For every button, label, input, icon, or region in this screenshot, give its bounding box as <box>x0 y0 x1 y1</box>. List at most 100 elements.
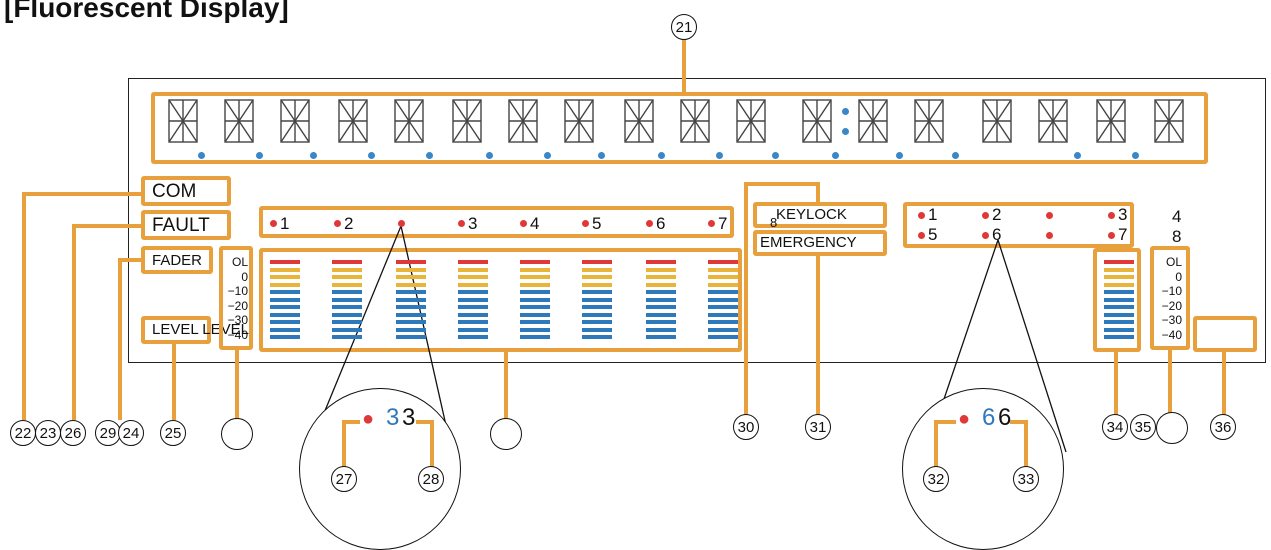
level-indicator-box <box>141 316 211 344</box>
meter-segment <box>332 275 362 279</box>
zoom-right-digit-b: 6 <box>998 404 1012 431</box>
meter-segment <box>708 282 738 287</box>
fader-label: FADER <box>152 252 203 269</box>
leader-line-34 <box>1114 350 1118 418</box>
emergency-label: EMERGENCY <box>760 234 857 251</box>
channel-number: 4 <box>1172 207 1182 226</box>
meter-segment <box>582 282 612 287</box>
channel-number: 8 <box>1172 227 1182 246</box>
meter-segment <box>582 275 612 279</box>
segment-digit-icon <box>622 98 656 144</box>
channel-indicator-dot-icon <box>918 212 925 219</box>
level-scale-tick-label: −10 <box>227 284 248 298</box>
segment-display-frame <box>151 92 1208 164</box>
leader-line-30-h <box>744 182 820 186</box>
meter-segment <box>270 260 300 264</box>
right-channel-number-box <box>903 202 1134 248</box>
meter-segment <box>332 267 362 272</box>
channel-indicator-dot-icon <box>334 220 341 227</box>
meter-segment <box>646 275 676 279</box>
channel-number: 7 <box>718 214 728 233</box>
meter-segment <box>582 267 612 272</box>
meter-segment <box>458 327 488 332</box>
leader-line-30 <box>744 182 748 418</box>
meter-segment <box>708 290 738 294</box>
level-scale-tick-label: −40 <box>227 327 248 342</box>
meter-segment <box>396 290 426 294</box>
meter-segment <box>646 305 676 309</box>
channel-indicator-dot-icon <box>520 220 527 227</box>
segment-digit-icon <box>912 98 946 144</box>
leader-line-33 <box>1010 420 1028 424</box>
callout-36: 36 <box>1210 414 1236 440</box>
level-scale-tick-label: −30 <box>227 313 248 327</box>
meter-segment <box>520 312 550 317</box>
meter-segment <box>270 312 300 317</box>
channel-indicator-dot-icon <box>708 220 715 227</box>
callout-23: 23 <box>35 420 61 446</box>
level-label: LEVEL LEVEL <box>152 321 250 338</box>
meter-segment <box>396 320 426 324</box>
meter-segment <box>396 327 426 332</box>
meter-segment <box>708 297 738 302</box>
decimal-dot-icon <box>1132 152 1139 159</box>
decimal-dot-icon <box>832 152 839 159</box>
segment-digit-icon <box>392 98 426 144</box>
meter-segment <box>582 297 612 302</box>
segment-digit-icon <box>166 98 200 144</box>
meter-segment <box>396 335 426 339</box>
meter-segment <box>270 275 300 279</box>
meter-segment <box>520 267 550 272</box>
meter-segment <box>708 260 738 264</box>
meter-segment <box>520 260 550 264</box>
com-indicator-box <box>141 176 231 206</box>
decimal-dot-icon <box>716 152 723 159</box>
channel-number: 2 <box>344 214 354 233</box>
segment-digit-icon <box>1094 98 1128 144</box>
level-scale-tick-label: −10 <box>1161 284 1182 298</box>
channel-indicator-dot-icon <box>918 232 925 239</box>
leader-line-26-v <box>72 224 76 420</box>
segment-digit-icon <box>506 98 540 144</box>
level-scale-tick-label: −30 <box>1161 313 1182 327</box>
meter-segment <box>332 312 362 317</box>
channel-number: 1 <box>928 205 938 224</box>
meter-segment <box>458 282 488 287</box>
decimal-dot-icon <box>772 152 779 159</box>
callout-27: 27 <box>331 466 357 492</box>
callout-32: 32 <box>923 466 949 492</box>
meter-segment <box>1104 260 1134 264</box>
blank-callout-meter-left <box>490 418 522 450</box>
meter-segment <box>520 275 550 279</box>
callout-26: 26 <box>60 420 86 446</box>
meter-segment <box>582 312 612 317</box>
channel-indicator-dot-icon <box>982 232 989 239</box>
channel-indicator-dot-icon <box>398 220 405 227</box>
segment-digit-icon <box>1036 98 1070 144</box>
meter-segment <box>708 335 738 339</box>
segment-digit-icon <box>800 98 834 144</box>
colon-dot-icon <box>842 128 849 135</box>
zoom-right-digit-a: 6 <box>982 404 996 431</box>
channel-indicator-dot-icon <box>1108 212 1115 219</box>
meter-segment <box>582 320 612 324</box>
meter-segment <box>396 297 426 302</box>
meter-segment <box>708 275 738 279</box>
meter-segment <box>458 305 488 309</box>
meter-segment <box>582 335 612 339</box>
meter-segment <box>1104 305 1134 309</box>
blank-callout-scale-left <box>221 418 253 450</box>
callout-22: 22 <box>10 420 36 446</box>
meter-segment <box>646 320 676 324</box>
meter-segment <box>396 267 426 272</box>
meter-segment <box>332 335 362 339</box>
channel-indicator-dot-icon <box>1046 232 1053 239</box>
meter-segment <box>332 305 362 309</box>
meter-segment <box>708 312 738 317</box>
meter-segment <box>270 290 300 294</box>
leader-line-27-v <box>342 420 346 468</box>
meter-segment <box>270 327 300 332</box>
meter-segment <box>458 320 488 324</box>
zoom-left-digit-a: 3 <box>386 404 400 431</box>
